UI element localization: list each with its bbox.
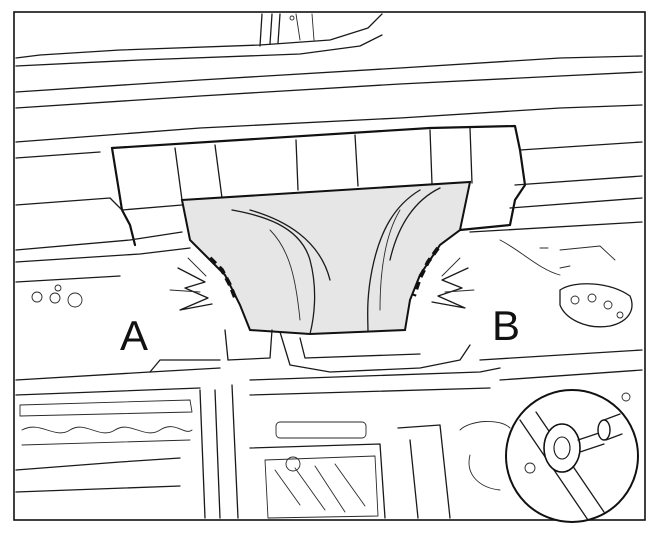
- rivet-detail-icon: [505, 389, 639, 523]
- label-a: A: [120, 312, 148, 359]
- center-floor-panel: [224, 329, 511, 519]
- spark-burst-icon: [431, 257, 475, 309]
- left-floor-panel: [15, 197, 239, 519]
- upper-rails: [15, 13, 643, 159]
- adapter-panel: [180, 180, 472, 336]
- spark-burst-icon: [169, 257, 213, 311]
- right-floor-panel: [469, 221, 643, 416]
- label-b: B: [492, 302, 520, 349]
